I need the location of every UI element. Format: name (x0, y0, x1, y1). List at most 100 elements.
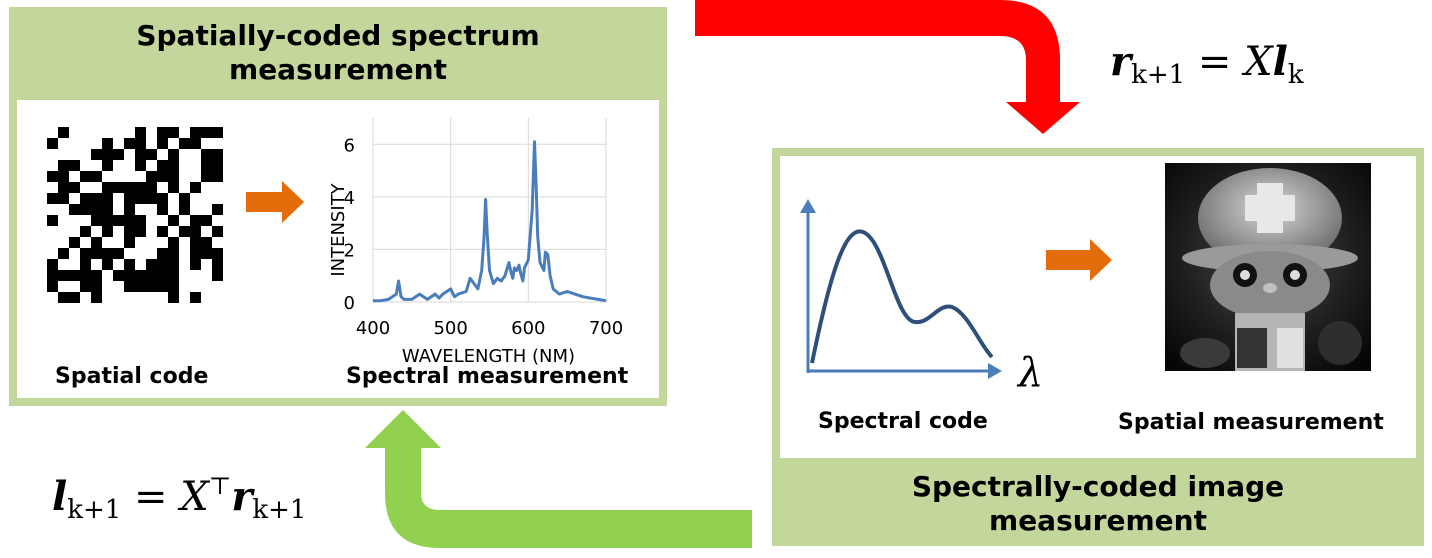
code-cell (80, 270, 91, 281)
code-cell (102, 259, 113, 270)
code-cell (58, 270, 69, 281)
x-tick-label: 600 (511, 318, 545, 339)
code-cell (201, 215, 212, 226)
code-cell (168, 171, 179, 182)
code-cell (146, 193, 157, 204)
x-tick-label: 700 (589, 318, 623, 339)
code-cell (190, 182, 201, 193)
code-cell (212, 204, 223, 215)
spatial-measurement-image (1165, 163, 1371, 371)
code-cell (80, 193, 91, 204)
y-tick-label: 0 (344, 293, 355, 314)
code-cell (135, 270, 146, 281)
code-cell (124, 237, 135, 248)
spatial-code-pattern (47, 127, 223, 303)
code-cell (80, 226, 91, 237)
code-cell (69, 237, 80, 248)
code-cell (124, 182, 135, 193)
code-cell (69, 270, 80, 281)
code-cell (80, 281, 91, 292)
code-cell (91, 281, 102, 292)
code-cell (212, 270, 223, 281)
code-cell (135, 226, 146, 237)
y-axis-label: INTENSITY (328, 182, 349, 276)
code-cell (179, 226, 190, 237)
code-cell (113, 149, 124, 160)
code-cell (80, 248, 91, 259)
code-cell (168, 127, 179, 138)
code-cell (157, 259, 168, 270)
orange-arrow-left (246, 181, 304, 223)
code-cell (113, 182, 124, 193)
code-cell (157, 204, 168, 215)
code-cell (157, 171, 168, 182)
code-cell (102, 138, 113, 149)
code-cell (168, 292, 179, 303)
code-cell (124, 204, 135, 215)
code-cell (124, 259, 135, 270)
code-cell (124, 270, 135, 281)
code-cell (201, 160, 212, 171)
code-cell (190, 292, 201, 303)
code-cell (58, 182, 69, 193)
code-cell (102, 215, 113, 226)
code-cell (135, 160, 146, 171)
code-cell (212, 160, 223, 171)
code-cell (157, 138, 168, 149)
code-cell (58, 248, 69, 259)
code-cell (157, 160, 168, 171)
code-cell (179, 193, 190, 204)
code-cell (47, 215, 58, 226)
code-cell (146, 281, 157, 292)
code-cell (212, 171, 223, 182)
spatial-measurement-label: Spatial measurement (1118, 410, 1384, 435)
code-cell (91, 215, 102, 226)
spectral-code-plot (800, 199, 1002, 379)
code-cell (157, 226, 168, 237)
code-cell (190, 248, 201, 259)
code-cell (157, 248, 168, 259)
code-cell (201, 149, 212, 160)
code-cell (168, 215, 179, 226)
code-cell (201, 237, 212, 248)
code-cell (113, 215, 124, 226)
code-cell (69, 182, 80, 193)
code-cell (212, 127, 223, 138)
spectral-measurement-label: Spectral measurement (346, 364, 629, 389)
code-cell (69, 292, 80, 303)
code-cell (91, 149, 102, 160)
code-cell (146, 270, 157, 281)
code-cell (168, 160, 179, 171)
code-cell (201, 171, 212, 182)
code-cell (102, 204, 113, 215)
code-cell (124, 138, 135, 149)
code-cell (80, 259, 91, 270)
code-cell (91, 204, 102, 215)
code-cell (91, 171, 102, 182)
code-cell (58, 127, 69, 138)
code-cell (80, 204, 91, 215)
y-tick-label: 4 (344, 188, 355, 209)
spectral-code-label: Spectral code (818, 409, 988, 434)
code-cell (135, 138, 146, 149)
code-cell (58, 160, 69, 171)
code-cell (168, 182, 179, 193)
code-cell (102, 182, 113, 193)
code-cell (168, 248, 179, 259)
code-cell (168, 237, 179, 248)
code-cell (113, 248, 124, 259)
code-cell (47, 281, 58, 292)
code-cell (47, 171, 58, 182)
panel-title: Spatially-coded spectrum measurement (136, 19, 540, 86)
code-cell (135, 193, 146, 204)
code-cell (190, 127, 201, 138)
code-cell (47, 259, 58, 270)
spectrum-series-line (373, 140, 607, 303)
code-cell (91, 270, 102, 281)
code-cell (102, 248, 113, 259)
code-cell (58, 193, 69, 204)
x-tick-label: 500 (433, 318, 467, 339)
code-cell (47, 193, 58, 204)
code-cell (179, 204, 190, 215)
